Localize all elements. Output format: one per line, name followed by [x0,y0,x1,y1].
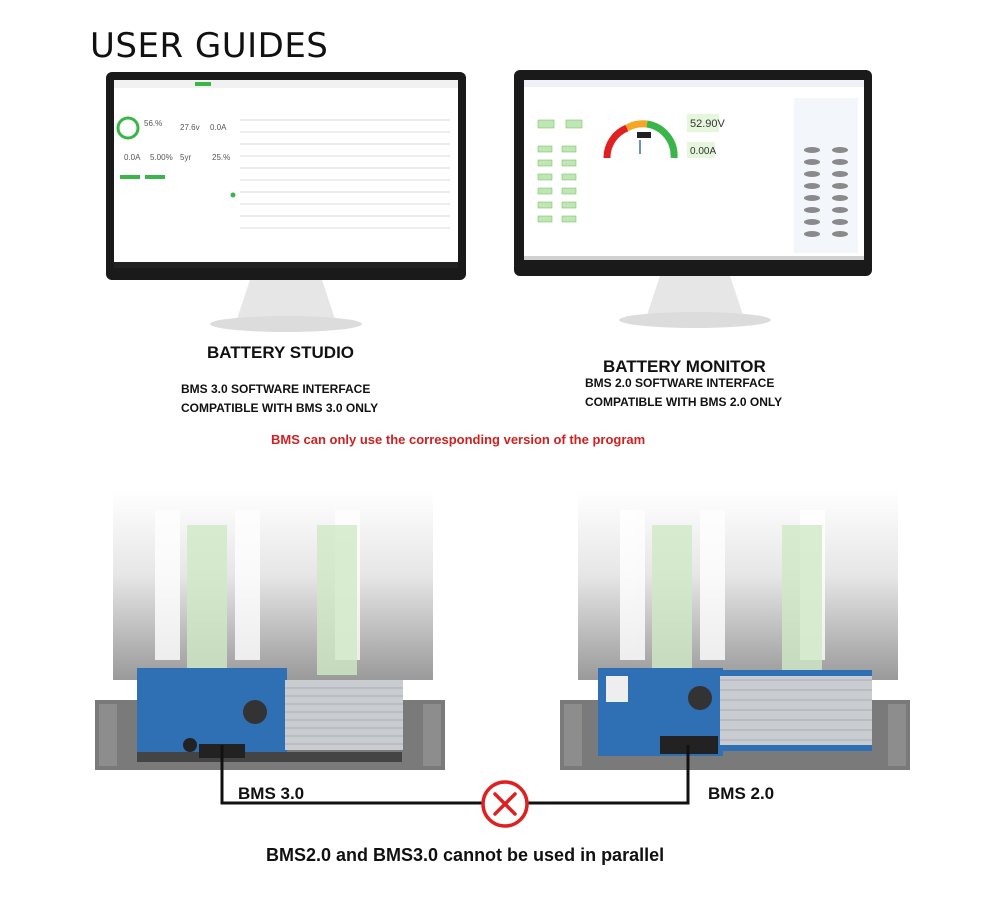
svg-text:0.0A: 0.0A [124,153,141,162]
svg-text:27.6v: 27.6v [180,123,200,132]
cross-in-circle-icon [481,780,529,828]
bms-3-label: BMS 3.0 [238,784,305,803]
parallel-warning: BMS2.0 and BMS3.0 cannot be used in para… [266,845,665,865]
svg-text:56.%: 56.% [144,119,162,128]
bms-2-board-image [560,490,910,770]
current-readout: 0.00A [690,146,716,157]
svg-text:5.00%: 5.00% [150,153,173,162]
page-title: USER GUIDES [90,26,329,66]
program-version-warning: BMS can only use the corresponding versi… [271,432,646,447]
parallel-cable [220,745,690,805]
battery-studio-line2: COMPATIBLE WITH BMS 3.0 ONLY [181,401,379,415]
battery-studio-line1: BMS 3.0 SOFTWARE INTERFACE [181,382,371,396]
battery-studio-monitor: 56.% 27.6v 0.0A 0.0A 5.00% 5yr 25.% [106,72,466,332]
battery-monitor-monitor: 52.90V 0.00A [514,70,872,328]
svg-text:5yr: 5yr [180,153,191,162]
battery-monitor-label: BATTERY MONITOR [603,357,766,376]
battery-monitor-line2: COMPATIBLE WITH BMS 2.0 ONLY [585,395,783,409]
battery-studio-label: BATTERY STUDIO [207,343,355,362]
voltage-readout: 52.90V [690,118,726,130]
bms-3-board-image [95,490,445,770]
svg-text:0.0A: 0.0A [210,123,227,132]
bms-2-label: BMS 2.0 [708,784,775,803]
battery-monitor-line1: BMS 2.0 SOFTWARE INTERFACE [585,376,775,390]
svg-text:25.%: 25.% [212,153,230,162]
